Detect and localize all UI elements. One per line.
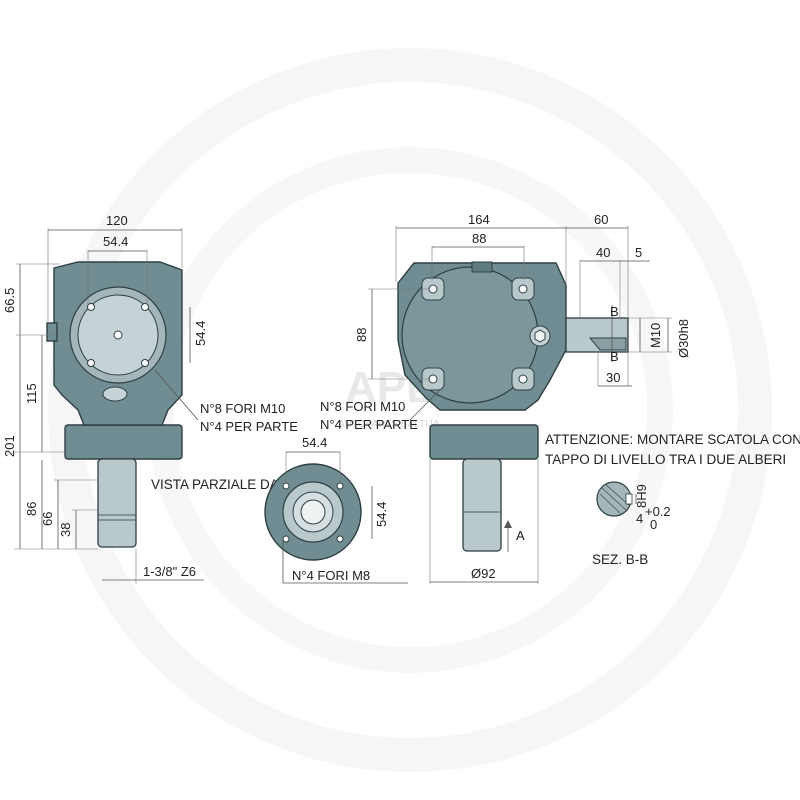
side-flange-label: 88: [472, 231, 486, 246]
partial-view: VISTA PARZIALE DA A 54.4 54.4 N°4 FORI M…: [151, 435, 408, 584]
side-view: 164 88 60 40 5 88 30 B B M10 Ø: [320, 212, 691, 584]
front-h86-label: 86: [24, 502, 39, 516]
section-tol-upper: +0.2: [645, 504, 671, 519]
front-h115-label: 115: [24, 383, 39, 404]
front-holes-line1: N°8 FORI M10: [200, 401, 285, 416]
front-shaft-spec: 1-3/8" Z6: [143, 564, 196, 579]
note-line-2: TAPPO DI LIVELLO TRA I DUE ALBERI: [545, 452, 786, 467]
section-depth-label: 4: [636, 511, 643, 526]
view-arrow-label: A: [516, 528, 525, 543]
note-line-1: ATTENZIONE: MONTARE SCATOLA CON IL: [545, 432, 800, 447]
section-tol-lower: 0: [650, 517, 657, 532]
side-holes-line2: N°4 PER PARTE: [320, 417, 418, 432]
section-title: SEZ. B-B: [592, 552, 648, 567]
partial-width-label: 54.4: [302, 435, 327, 450]
section-bb: 8H9 4 +0.2 0 SEZ. B-B: [592, 481, 671, 567]
front-h38-label: 38: [58, 523, 73, 537]
front-view: 120 54.4 54.4 66.5 115 201 86 66 38: [2, 213, 298, 584]
side-diameter-label: Ø30h8: [676, 319, 691, 358]
side-key-end-label: 30: [606, 370, 620, 385]
side-base-diameter-label: Ø92: [471, 566, 496, 581]
front-top-offset-label: 66.5: [2, 288, 17, 313]
partial-view-title: VISTA PARZIALE DA A: [151, 477, 290, 492]
front-h201-label: 201: [2, 435, 17, 457]
partial-height-label: 54.4: [374, 502, 389, 527]
side-key-off-label: 5: [635, 245, 642, 260]
front-width-label: 120: [106, 213, 128, 228]
side-thread-label: M10: [648, 323, 663, 348]
section-mark-bottom: B: [610, 349, 619, 364]
section-mark-top: B: [610, 304, 619, 319]
side-key-len-label: 40: [596, 245, 610, 260]
side-height-label: 88: [354, 328, 369, 342]
side-holes-line1: N°8 FORI M10: [320, 399, 405, 414]
front-holes-line2: N°4 PER PARTE: [200, 419, 298, 434]
side-width-label: 164: [468, 212, 490, 227]
partial-holes-label: N°4 FORI M8: [292, 568, 370, 583]
front-flange-label: 54.4: [103, 234, 128, 249]
watermark-tagline: AUTOPARTS BALTIJA: [338, 419, 440, 430]
front-flange-v-label: 54.4: [193, 321, 208, 346]
section-keywidth-label: 8H9: [634, 484, 649, 508]
front-h66-label: 66: [40, 512, 55, 526]
side-shaft-len-label: 60: [594, 212, 608, 227]
